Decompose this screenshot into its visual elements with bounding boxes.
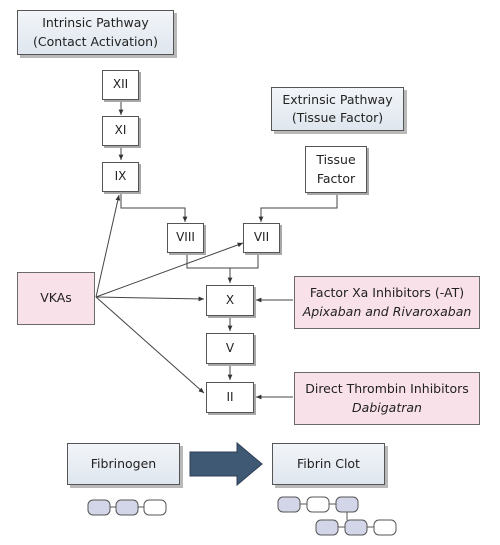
arrow-vii-to-x (230, 254, 259, 269)
factor-ii-box: II (206, 382, 254, 413)
factor-ix-box: IX (102, 162, 139, 192)
arrow-vka-to-x (95, 296, 205, 302)
extrinsic-pathway-title: Extrinsic Pathway (282, 91, 393, 107)
factor-xii-box: XII (102, 70, 139, 100)
arrow-vka-to-ix (95, 194, 121, 298)
arrow-vka-to-vii (95, 242, 244, 298)
extrinsic-pathway-subtitle: (Tissue Factor) (291, 110, 384, 125)
factor-vii-label: VII (253, 230, 270, 245)
tissue-factor-box: Tissue Factor (305, 146, 367, 193)
factor-viii-box: VIII (167, 223, 204, 253)
direct-thrombin-inhibitors-drugs: Dabigatran (352, 399, 422, 415)
fibrinogen-chain-icon (87, 499, 167, 516)
arrow-viii-to-x (186, 254, 233, 283)
factor-xa-inhibitors-title: Factor Xa Inhibitors (-AT) (309, 285, 465, 301)
factor-v-box: V (206, 333, 254, 364)
factor-xii-label: XII (112, 77, 129, 92)
fibrin-clot-chain-icon (277, 496, 397, 536)
arrow-ix-to-viii (120, 193, 188, 222)
factor-v-label: V (225, 340, 235, 355)
tissue-factor-line2: Factor (316, 170, 356, 186)
factor-vii-box: VII (243, 223, 280, 253)
factor-ii-label: II (226, 389, 234, 404)
intrinsic-pathway-title: Intrinsic Pathway (42, 15, 149, 31)
tissue-factor-line1: Tissue (316, 152, 356, 168)
vkas-label: VKAs (40, 290, 72, 306)
conversion-arrow (189, 441, 263, 487)
vkas-box: VKAs (17, 272, 95, 325)
intrinsic-pathway-box: Intrinsic Pathway (Contact Activation) (17, 10, 174, 55)
extrinsic-pathway-box: Extrinsic Pathway (Tissue Factor) (271, 87, 404, 131)
factor-xi-label: XI (114, 123, 127, 138)
direct-thrombin-inhibitors-box: Direct Thrombin Inhibitors Dabigatran (294, 372, 480, 425)
arrow-tissue-factor-to-vii (258, 195, 338, 222)
direct-thrombin-inhibitors-title: Direct Thrombin Inhibitors (305, 381, 469, 397)
fibrin-clot-box: Fibrin Clot (272, 443, 385, 485)
fibrin-clot-label: Fibrin Clot (297, 455, 360, 471)
fibrinogen-box: Fibrinogen (67, 443, 180, 485)
factor-x-label: X (225, 292, 235, 307)
factor-ix-label: IX (114, 169, 127, 184)
factor-x-box: X (206, 285, 254, 316)
intrinsic-pathway-subtitle: (Contact Activation) (33, 33, 158, 49)
factor-xa-inhibitors-drugs: Apixaban and Rivaroxaban (302, 303, 472, 319)
factor-viii-label: VIII (176, 230, 195, 245)
fibrinogen-label: Fibrinogen (90, 455, 157, 471)
arrow-vka-to-ii (95, 296, 205, 394)
factor-xi-box: XI (102, 116, 139, 146)
factor-xa-inhibitors-box: Factor Xa Inhibitors (-AT) Apixaban and … (294, 276, 480, 329)
